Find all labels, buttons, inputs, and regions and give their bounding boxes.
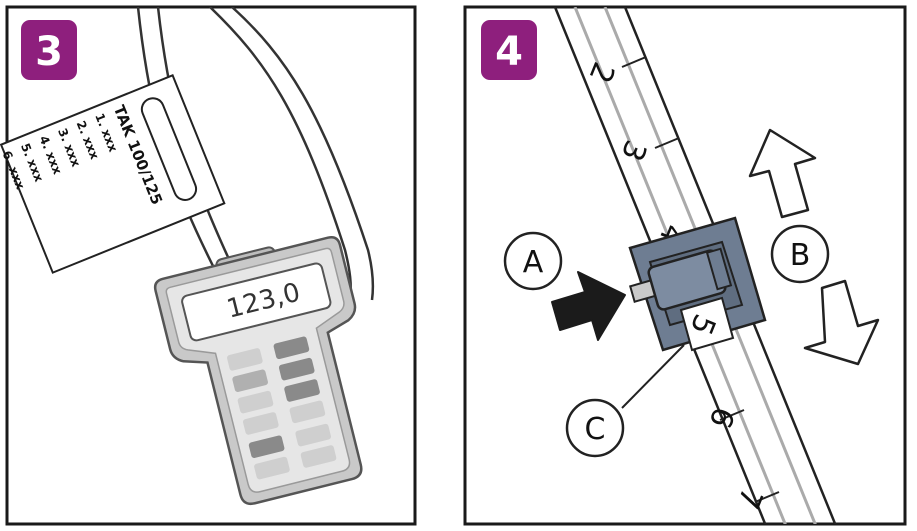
callout-label: C [585,412,606,447]
callout-b: B [770,224,830,284]
arrow-up-icon [748,128,817,219]
tag-label: TAK 100/125 1. xxx 2. xxx 3. xxx 4. xxx … [0,74,226,274]
arrow-right-icon [551,271,626,341]
panel-step-4: 2 3 4 7 6 5 [463,5,907,526]
step-badge-bg [21,20,77,80]
device-keypad [227,336,337,480]
step-badge: 3 [21,20,77,80]
device-display [181,262,332,342]
panel-step-3: TAK 100/125 1. xxx 2. xxx 3. xxx 4. xxx … [0,5,417,526]
clamp-window [679,296,735,352]
step-number: 3 [35,29,63,75]
step-badge-bg [481,20,537,80]
callout-label: B [790,238,811,273]
arrow-down-icon [803,279,880,366]
clamp-slider: 5 [628,216,767,352]
callout-leader [621,344,685,409]
step-number: 4 [495,29,523,75]
step-badge: 4 [481,20,537,80]
callout-c: C [565,398,625,458]
handheld-device: 123,0 [153,236,363,506]
callout-a: A [503,231,563,291]
callout-label: A [523,245,544,280]
tag-slot [140,97,198,201]
